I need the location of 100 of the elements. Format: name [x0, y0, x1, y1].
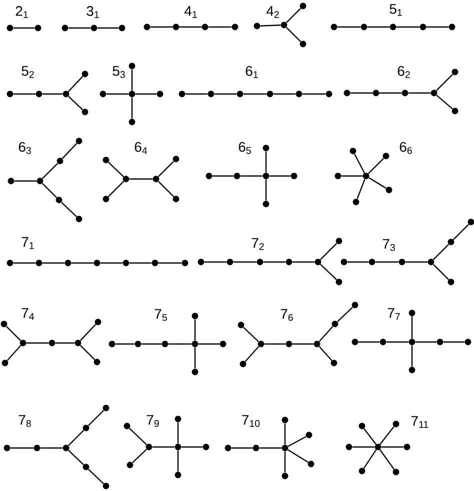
tree-vertex — [282, 472, 288, 480]
tree-edge — [42, 162, 58, 180]
tree-edge — [13, 93, 36, 95]
tree-vertex — [372, 90, 380, 96]
tree-vertex — [282, 416, 288, 424]
tree-edge — [243, 93, 267, 95]
tree-vertex — [62, 444, 70, 452]
tree-vertex — [380, 338, 386, 346]
tree-vertex — [172, 196, 180, 202]
tree-vertex — [192, 312, 198, 320]
tree-edge — [129, 178, 153, 180]
tree-label: 6$_{6}$ — [400, 142, 412, 154]
tree-vertex — [350, 148, 356, 154]
tree-edge — [379, 92, 402, 94]
tree-edge — [214, 93, 237, 95]
tree-edge — [380, 426, 394, 445]
tree-vertex — [232, 24, 238, 30]
tree-edge — [286, 8, 302, 24]
tree-vertex — [36, 260, 42, 266]
tree-vertex — [336, 278, 342, 286]
tree-edge — [408, 92, 431, 94]
tree-edge — [263, 261, 286, 263]
tree-vertex — [330, 24, 338, 30]
tree-label: 7$_{7}$ — [388, 308, 400, 320]
tree-vertex — [82, 108, 88, 116]
tree-label: 7$_{1}$ — [22, 237, 34, 249]
tree-vertex — [94, 358, 100, 366]
tree-vertex — [252, 444, 260, 452]
tree-edge — [55, 342, 75, 344]
tree-vertex — [408, 366, 416, 374]
tree-vertex — [6, 24, 14, 32]
tree-edge — [100, 262, 123, 264]
tree-edge — [68, 96, 83, 110]
tree-edge — [198, 343, 220, 345]
tree-label: 7$_{3}$ — [382, 239, 395, 251]
tree-edge — [292, 261, 315, 263]
tree-edge — [341, 175, 363, 177]
tree-vertex — [330, 360, 338, 366]
tree-vertex — [100, 90, 106, 98]
tree-edge — [158, 262, 182, 264]
tree-vertex — [402, 90, 408, 96]
tree-edge — [80, 344, 96, 360]
tree-label: 7$_{9}$ — [146, 415, 159, 427]
tree-edge — [318, 346, 332, 361]
tree-vertex — [236, 90, 244, 98]
tree-edge — [244, 346, 260, 362]
tree-vertex — [48, 340, 56, 346]
tree-vertex — [124, 422, 130, 430]
tree-vertex — [174, 444, 182, 450]
tree-vertex — [102, 196, 110, 202]
tree-vertex — [258, 340, 264, 348]
tree-vertex — [468, 218, 474, 226]
tree-edge — [302, 93, 326, 95]
tree-edge — [129, 262, 152, 264]
tree-label: 6$_{1}$ — [246, 66, 258, 78]
tree-edge — [158, 160, 174, 178]
tree-vertex — [408, 310, 416, 316]
tree-edge — [292, 343, 314, 345]
tree-edge — [131, 97, 133, 119]
tree-vertex — [336, 238, 342, 244]
tree-edge — [135, 93, 157, 95]
tree-edge — [452, 224, 470, 240]
tree-label: 6$_{2}$ — [398, 66, 410, 78]
tree-vertex — [102, 156, 110, 164]
tree-edge — [284, 451, 286, 473]
tree-edge — [386, 341, 409, 343]
tree-vertex — [286, 258, 292, 266]
tree-edge — [42, 93, 63, 95]
tree-label: 5$_{3}$ — [112, 66, 125, 78]
tree-vertex — [134, 340, 142, 348]
tree-vertex — [314, 258, 322, 266]
tree-vertex — [20, 340, 26, 346]
tree-vertex — [240, 360, 246, 368]
tree-label: 2$_{1}$ — [16, 6, 28, 18]
tree-edge — [129, 428, 147, 446]
tree-edge — [141, 343, 162, 345]
tree-edge — [240, 175, 263, 177]
tree-vertex — [436, 338, 444, 346]
tree-label: 6$_{3}$ — [18, 142, 31, 154]
tree-label: 5$_{2}$ — [22, 66, 34, 78]
tree-label: 6$_{5}$ — [238, 142, 251, 154]
tree-edge — [185, 93, 208, 95]
tree-vertex — [0, 320, 8, 328]
tree-vertex — [62, 90, 70, 98]
tree-vertex — [452, 108, 458, 114]
tree-vertex — [326, 90, 332, 98]
tree-edge — [288, 449, 308, 463]
tree-edge — [42, 182, 58, 198]
tree-edge — [14, 180, 37, 182]
tree-vertex — [266, 90, 274, 98]
tree-edge — [358, 341, 380, 343]
tree-edge — [68, 27, 91, 29]
tree-label: 6$_{4}$ — [134, 142, 148, 154]
tree-vertex — [254, 22, 260, 30]
tree-edge — [204, 261, 227, 263]
tree-vertex — [392, 420, 400, 428]
tree-label: 7$_{11}$ — [412, 416, 428, 428]
tree-vertex — [224, 444, 232, 452]
tree-vertex — [464, 338, 472, 346]
tree-label: 7$_{2}$ — [252, 238, 264, 250]
